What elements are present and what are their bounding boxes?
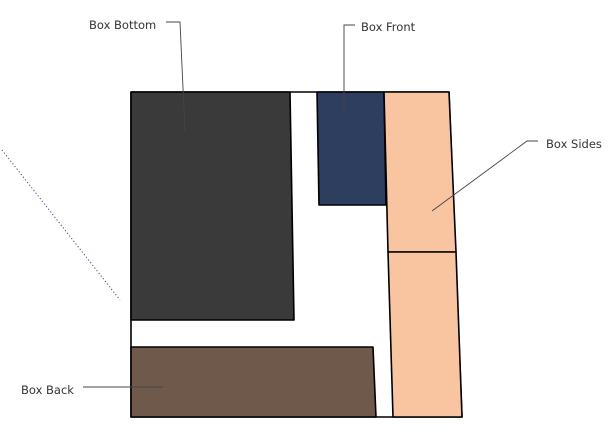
box-bottom-leader-line [166,21,186,133]
box-sides-piece-upper [383,91,457,253]
box-sides-leader-line [431,140,538,212]
box-sides-piece-lower [387,251,463,418]
box-bottom-label: Box Bottom [89,18,156,32]
box-back-label: Box Back [21,383,74,397]
box-front-leader-line [343,24,355,118]
box-back-piece [130,346,377,418]
box-front-label: Box Front [361,20,416,34]
dotted-guide-line [1,149,121,301]
box-sides-label: Box Sides [546,137,602,151]
box-front-piece [316,91,387,206]
box-bottom-piece [130,91,295,321]
